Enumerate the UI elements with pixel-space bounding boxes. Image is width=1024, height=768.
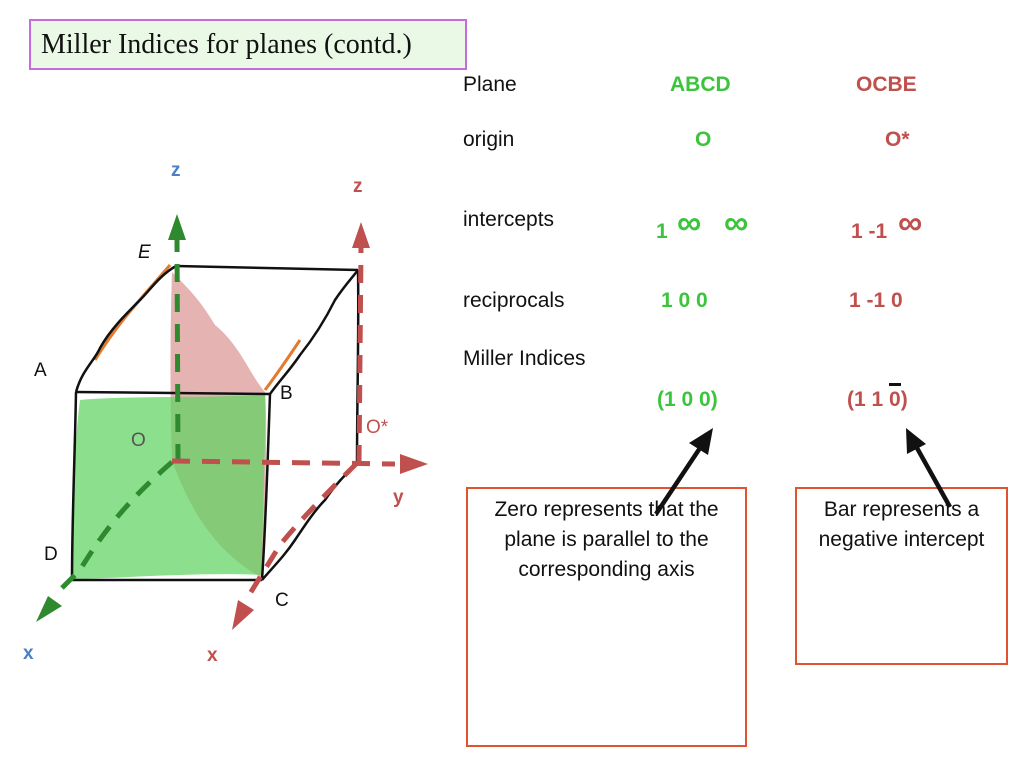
row-label-intercepts: intercepts bbox=[463, 208, 555, 231]
note-zero-box: Zero represents that the plane is parall… bbox=[466, 487, 747, 747]
abcd-plane: ABCD bbox=[670, 73, 731, 96]
row-label-plane: Plane bbox=[463, 73, 517, 96]
note-bar-text: Bar represents a negative intercept bbox=[818, 498, 985, 551]
point-b-label: B bbox=[280, 383, 293, 404]
point-a-label: A bbox=[34, 360, 47, 381]
abcd-origin: O bbox=[695, 128, 712, 151]
slide-title: Miller Indices for planes (contd.) bbox=[41, 29, 412, 60]
ocbe-miller-suffix: ) bbox=[900, 388, 908, 411]
cube-edges bbox=[70, 264, 360, 582]
green-z-axis-label: z bbox=[171, 160, 181, 181]
point-e-label: E bbox=[138, 242, 151, 263]
abcd-intercept-1: 1 bbox=[656, 220, 668, 243]
point-c-label: C bbox=[275, 590, 289, 611]
green-axes bbox=[36, 214, 186, 622]
plane-abcd bbox=[72, 395, 266, 579]
row-label-origin: origin bbox=[463, 128, 515, 151]
title-box: Miller Indices for planes (contd.) bbox=[29, 19, 467, 70]
abcd-reciprocals: 1 0 0 bbox=[661, 289, 708, 312]
ocbe-intercept-12: 1 -1 bbox=[851, 220, 888, 243]
green-x-axis-label: x bbox=[23, 643, 34, 664]
red-x-axis-label: x bbox=[207, 645, 218, 666]
abcd-miller: (1 0 0) bbox=[657, 388, 718, 411]
point-o-label: O bbox=[131, 430, 146, 451]
note-bar-box: Bar represents a negative intercept bbox=[795, 487, 1008, 665]
ocbe-miller-bar-digit: 0 bbox=[889, 383, 901, 411]
abcd-intercept-3: ∞ bbox=[724, 204, 749, 242]
orange-edge-right bbox=[263, 339, 302, 391]
red-axes bbox=[171, 222, 428, 630]
ocbe-miller-prefix: (1 1 bbox=[847, 388, 890, 411]
ocbe-origin: O* bbox=[885, 128, 910, 151]
abcd-intercept-2: ∞ bbox=[677, 204, 702, 242]
row-label-reciprocals: reciprocals bbox=[463, 289, 565, 312]
ocbe-reciprocals: 1 -1 0 bbox=[849, 289, 903, 312]
red-z-axis-label: z bbox=[353, 176, 363, 197]
ocbe-intercept-3: ∞ bbox=[898, 204, 923, 242]
ocbe-plane: OCBE bbox=[856, 73, 917, 96]
red-y-axis-label: y bbox=[393, 487, 404, 508]
point-o-star-label: O* bbox=[366, 417, 389, 438]
ocbe-miller: (1 1 0) bbox=[847, 383, 908, 412]
note-zero-text: Zero represents that the plane is parall… bbox=[494, 498, 719, 581]
row-label-miller: Miller Indices bbox=[463, 347, 586, 370]
point-d-label: D bbox=[44, 544, 58, 565]
